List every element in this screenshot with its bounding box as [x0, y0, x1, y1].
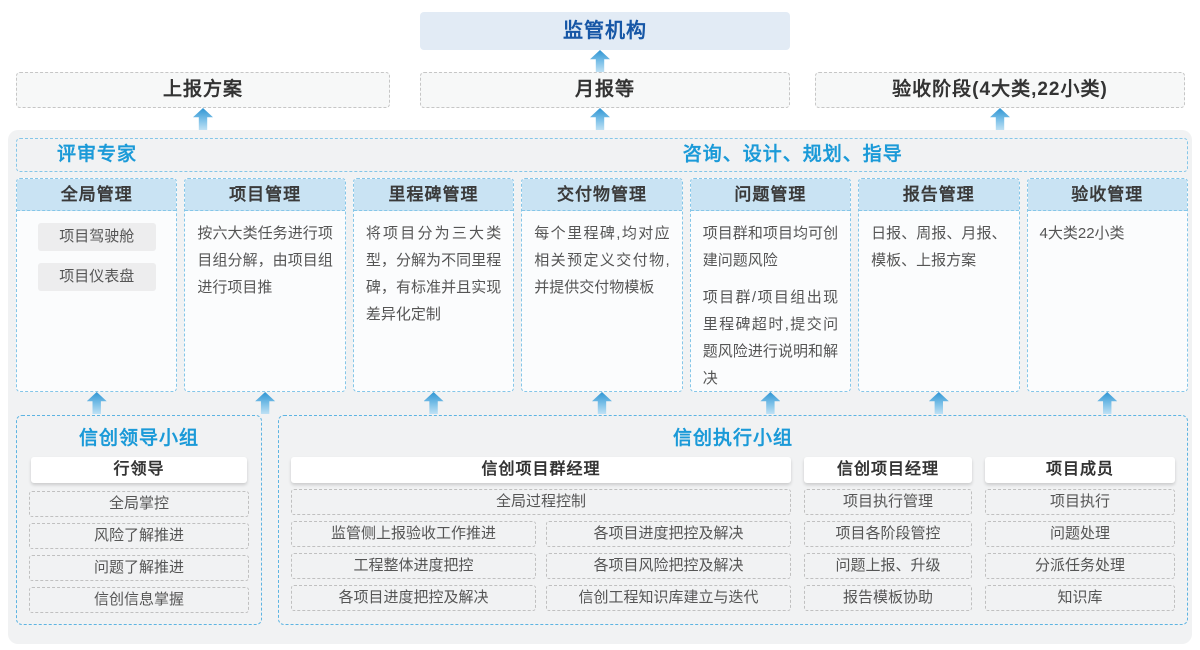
up-arrow-icon — [1097, 392, 1118, 414]
column-milestone-management: 里程碑管理 将项目分为三大类型，分解为不同里程碑，有标准并且实现差异化定制 — [352, 178, 515, 392]
project-member-item[interactable]: 知识库 — [985, 585, 1175, 611]
experts-label: 评审专家 — [57, 144, 138, 165]
leadership-item[interactable]: 信创信息掌握 — [29, 587, 249, 613]
column-header: 验收管理 — [1027, 179, 1187, 211]
project-member-item[interactable]: 问题处理 — [985, 521, 1175, 547]
experts-band: 评审专家 咨询、设计、规划、指导 — [16, 138, 1188, 172]
program-manager-item[interactable]: 信创工程知识库建立与迭代 — [546, 585, 791, 611]
program-manager-item[interactable]: 全局过程控制 — [291, 489, 791, 515]
up-arrow-icon — [255, 392, 276, 414]
column-global-management: 全局管理 项目驾驶舱 项目仪表盘 — [16, 178, 178, 392]
leadership-item[interactable]: 问题了解推进 — [29, 555, 249, 581]
column-text: 按六大类任务进行项目组分解，由项目组进行项目推 — [197, 225, 333, 296]
column-deliverable-management: 交付物管理 每个里程碑,均对应相关预定义交付物,并提供交付物模板 — [521, 178, 683, 392]
role-program-manager[interactable]: 信创项目群经理 — [291, 457, 791, 483]
role-project-manager[interactable]: 信创项目经理 — [804, 457, 972, 483]
pill-project-dashboard[interactable]: 项目仪表盘 — [37, 263, 156, 291]
execution-group: 信创执行小组 信创项目群经理 全局过程控制 监管侧上报验收工作推进 各项目进度把… — [278, 415, 1188, 625]
column-text: 日报、周报、月报、模板、上报方案 — [871, 225, 1007, 269]
role-bank-leaders[interactable]: 行领导 — [31, 457, 247, 483]
column-header: 全局管理 — [17, 179, 177, 211]
up-arrow-icon — [590, 50, 610, 72]
program-manager-item[interactable]: 各项目进度把控及解决 — [291, 585, 536, 611]
program-manager-item[interactable]: 工程整体进度把控 — [291, 553, 536, 579]
up-arrow-icon — [760, 392, 781, 414]
up-arrow-icon — [86, 392, 107, 414]
project-manager-item[interactable]: 问题上报、升级 — [804, 553, 972, 579]
column-header: 项目管理 — [185, 179, 345, 211]
project-member-item[interactable]: 分派任务处理 — [985, 553, 1175, 579]
up-arrow-icon — [990, 108, 1010, 130]
output-box-acceptance-phase: 验收阶段(4大类,22小类) — [815, 72, 1185, 108]
output-box-monthly-report: 月报等 — [420, 72, 790, 108]
up-arrow-icon — [928, 392, 949, 414]
program-manager-item[interactable]: 监管侧上报验收工作推进 — [291, 521, 536, 547]
program-manager-item[interactable]: 各项目进度把控及解决 — [546, 521, 791, 547]
column-report-management: 报告管理 日报、周报、月报、模板、上报方案 — [858, 178, 1020, 392]
project-manager-column: 信创项目经理 项目执行管理 项目各阶段管控 问题上报、升级 报告模板协助 — [804, 457, 972, 614]
column-text: 每个里程碑,均对应相关预定义交付物,并提供交付物模板 — [534, 225, 670, 296]
column-arrows — [16, 392, 1188, 414]
leadership-group-title: 信创领导小组 — [78, 428, 199, 449]
up-arrow-icon — [193, 108, 213, 130]
project-member-item[interactable]: 项目执行 — [985, 489, 1175, 515]
leadership-item[interactable]: 风险了解推进 — [29, 523, 249, 549]
column-header: 报告管理 — [859, 179, 1019, 211]
up-arrow-icon — [423, 392, 444, 414]
column-project-management: 项目管理 按六大类任务进行项目组分解，由项目组进行项目推 — [184, 178, 346, 392]
column-header: 里程碑管理 — [353, 179, 514, 211]
column-text: 项目群/项目组出现里程碑超时,提交问题风险进行说明和解决 — [702, 289, 839, 387]
column-text: 4大类22小类 — [1039, 225, 1125, 242]
up-arrow-icon — [590, 108, 610, 130]
leadership-item[interactable]: 全局掌控 — [29, 491, 249, 517]
project-manager-item[interactable]: 项目执行管理 — [804, 489, 972, 515]
execution-group-title: 信创执行小组 — [672, 428, 793, 449]
project-manager-item[interactable]: 报告模板协助 — [804, 585, 972, 611]
up-arrow-icon — [591, 392, 612, 414]
column-text: 项目群和项目均可创建问题风险 — [702, 225, 839, 269]
column-text: 将项目分为三大类型，分解为不同里程碑，有标准并且实现差异化定制 — [365, 225, 502, 323]
role-project-member[interactable]: 项目成员 — [985, 457, 1175, 483]
project-member-column: 项目成员 项目执行 问题处理 分派任务处理 知识库 — [985, 457, 1175, 614]
consulting-label: 咨询、设计、规划、指导 — [682, 144, 903, 165]
column-acceptance-management: 验收管理 4大类22小类 — [1026, 178, 1188, 392]
leadership-group: 信创领导小组 行领导 全局掌控 风险了解推进 问题了解推进 信创信息掌握 — [16, 415, 262, 625]
management-columns: 全局管理 项目驾驶舱 项目仪表盘 项目管理 按六大类任务进行项目组分解，由项目组… — [16, 178, 1188, 392]
program-manager-column: 信创项目群经理 全局过程控制 监管侧上报验收工作推进 各项目进度把控及解决 工程… — [291, 457, 791, 614]
column-header: 问题管理 — [690, 179, 851, 211]
output-box-report-plan: 上报方案 — [16, 72, 390, 108]
regulator-box: 监管机构 — [420, 12, 790, 50]
column-issue-management: 问题管理 项目群和项目均可创建问题风险 项目群/项目组出现里程碑超时,提交问题风… — [689, 178, 852, 392]
project-manager-item[interactable]: 项目各阶段管控 — [804, 521, 972, 547]
program-manager-item[interactable]: 各项目风险把控及解决 — [546, 553, 791, 579]
pill-project-cockpit[interactable]: 项目驾驶舱 — [37, 223, 156, 251]
column-header: 交付物管理 — [522, 179, 682, 211]
